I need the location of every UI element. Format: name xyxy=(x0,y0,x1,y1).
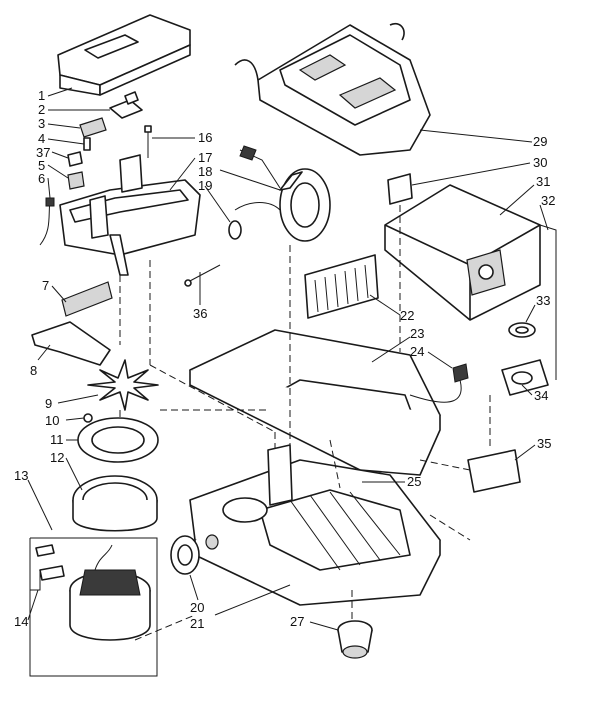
label-part-1: 1 xyxy=(38,88,45,103)
label-part-9: 9 xyxy=(45,396,52,411)
part-27-caster xyxy=(337,620,373,659)
part-31-bag xyxy=(384,184,541,321)
part-labels: 1 2 3 4 37 5 6 7 8 9 10 11 12 13 14 16 1… xyxy=(14,88,555,631)
part-16-screw xyxy=(144,125,152,158)
part-19-bulb xyxy=(228,220,242,240)
part-34-bag-holder xyxy=(501,359,549,396)
part-33-grommet xyxy=(508,322,536,338)
label-part-30: 30 xyxy=(533,155,547,170)
part-1-top-cover xyxy=(57,14,191,96)
label-part-25: 25 xyxy=(407,474,421,489)
label-part-36: 36 xyxy=(193,306,207,321)
part-4-spring xyxy=(83,137,91,151)
part-3-button xyxy=(79,117,107,138)
label-part-22: 22 xyxy=(400,308,414,323)
part-17-handle-housing xyxy=(59,154,201,276)
part-20-wheel xyxy=(170,534,219,575)
label-part-12: 12 xyxy=(50,450,64,465)
label-part-31: 31 xyxy=(536,174,550,189)
label-part-8: 8 xyxy=(30,363,37,378)
part-8-bracket xyxy=(31,321,111,366)
label-part-27: 27 xyxy=(290,614,304,629)
label-part-33: 33 xyxy=(536,293,550,308)
label-part-5: 5 xyxy=(38,158,45,173)
part-30-clip xyxy=(387,173,413,205)
label-part-37: 37 xyxy=(36,145,50,160)
part-24-cord xyxy=(409,363,469,403)
part-23-bumper-frame xyxy=(189,329,441,476)
label-part-10: 10 xyxy=(45,413,59,428)
label-part-16: 16 xyxy=(198,130,212,145)
alignment-lines xyxy=(119,205,491,641)
label-part-13: 13 xyxy=(14,468,28,483)
part-10-screw xyxy=(83,413,93,423)
label-part-35: 35 xyxy=(537,436,551,451)
label-part-3: 3 xyxy=(38,116,45,131)
part-35-bracket xyxy=(467,449,521,493)
label-part-24: 24 xyxy=(410,344,424,359)
part-5-clip xyxy=(67,171,85,190)
part-18-cord-reel xyxy=(234,145,331,242)
label-part-7: 7 xyxy=(42,278,49,293)
label-part-4: 4 xyxy=(38,131,45,146)
label-part-14: 14 xyxy=(14,614,28,629)
part-14-brushes xyxy=(30,544,65,591)
label-part-18: 18 xyxy=(198,164,212,179)
part-37-block xyxy=(67,151,83,167)
label-part-23: 23 xyxy=(410,326,424,341)
part-11-ring xyxy=(77,417,159,463)
label-part-21: 21 xyxy=(190,616,204,631)
part-9-fan xyxy=(87,359,159,411)
label-part-19: 19 xyxy=(198,178,212,193)
part-2-latch xyxy=(109,91,143,119)
part-32-bag-bracket xyxy=(539,224,557,380)
part-12-motor-cover xyxy=(72,475,158,532)
leader-lines xyxy=(27,87,549,631)
part-7-filter-pad xyxy=(61,281,113,317)
label-part-6: 6 xyxy=(38,171,45,186)
label-part-11: 11 xyxy=(50,432,64,447)
label-part-17: 17 xyxy=(198,150,212,165)
label-part-29: 29 xyxy=(533,134,547,149)
part-36-pin xyxy=(184,264,221,287)
part-6-wire xyxy=(39,197,55,246)
label-part-20: 20 xyxy=(190,600,204,615)
label-part-2: 2 xyxy=(38,102,45,117)
part-29-hood xyxy=(234,22,431,156)
part-13-motor-assembly-box xyxy=(29,537,158,677)
label-part-34: 34 xyxy=(534,388,548,403)
part-22-grille xyxy=(304,254,379,319)
label-part-32: 32 xyxy=(541,193,555,208)
